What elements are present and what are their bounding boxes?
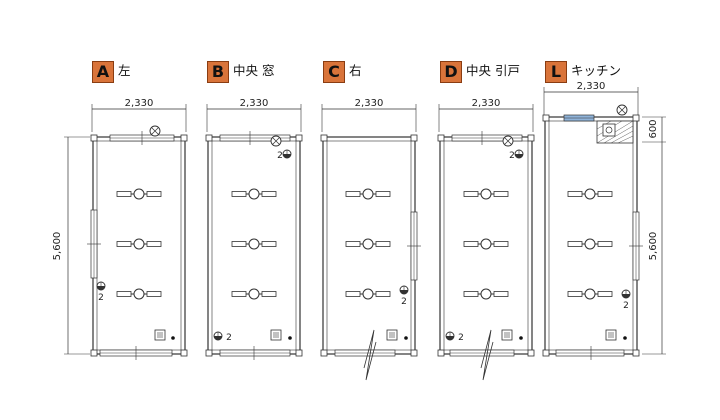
plan-b-width-dim: 2,330 bbox=[240, 98, 269, 109]
plan-d-outlet-label: 2 bbox=[458, 333, 464, 343]
plan-c-title: 右 bbox=[349, 63, 362, 78]
plan-d-outlet-label-top: 2 bbox=[509, 151, 515, 161]
plan-b bbox=[205, 104, 303, 360]
plan-a bbox=[64, 104, 188, 360]
plan-l-badge: L bbox=[545, 61, 567, 83]
plan-l-title: キッチン bbox=[571, 63, 622, 78]
plan-l-outlet-label: 2 bbox=[623, 301, 629, 311]
plan-b-badge: B bbox=[207, 61, 229, 83]
plan-d-title: 中央 引戸 bbox=[466, 63, 520, 78]
plan-a-badge: A bbox=[92, 61, 114, 83]
plan-c-outlet-label: 2 bbox=[401, 297, 407, 307]
plan-a-title: 左 bbox=[118, 63, 131, 78]
plan-a-height-dim: 5,600 bbox=[52, 232, 63, 261]
plan-c-badge: C bbox=[323, 61, 345, 83]
plan-c bbox=[320, 104, 421, 381]
plan-d bbox=[437, 104, 535, 381]
plan-a-outlet-label: 2 bbox=[98, 293, 104, 303]
plan-c-width-dim: 2,330 bbox=[355, 98, 384, 109]
plan-l-width-dim: 2,330 bbox=[577, 81, 606, 92]
plan-a-width-dim: 2,330 bbox=[125, 98, 154, 109]
plan-d-width-dim: 2,330 bbox=[472, 98, 501, 109]
plan-l bbox=[542, 87, 666, 360]
plan-b-title: 中央 窓 bbox=[233, 63, 275, 78]
plan-b-outlet-label: 2 bbox=[226, 333, 232, 343]
plan-l-kitchen-dim: 600 bbox=[648, 119, 659, 138]
plan-l-height-dim: 5,600 bbox=[648, 232, 659, 261]
plan-d-badge: D bbox=[440, 61, 462, 83]
plan-b-outlet-label-top: 2 bbox=[277, 151, 283, 161]
